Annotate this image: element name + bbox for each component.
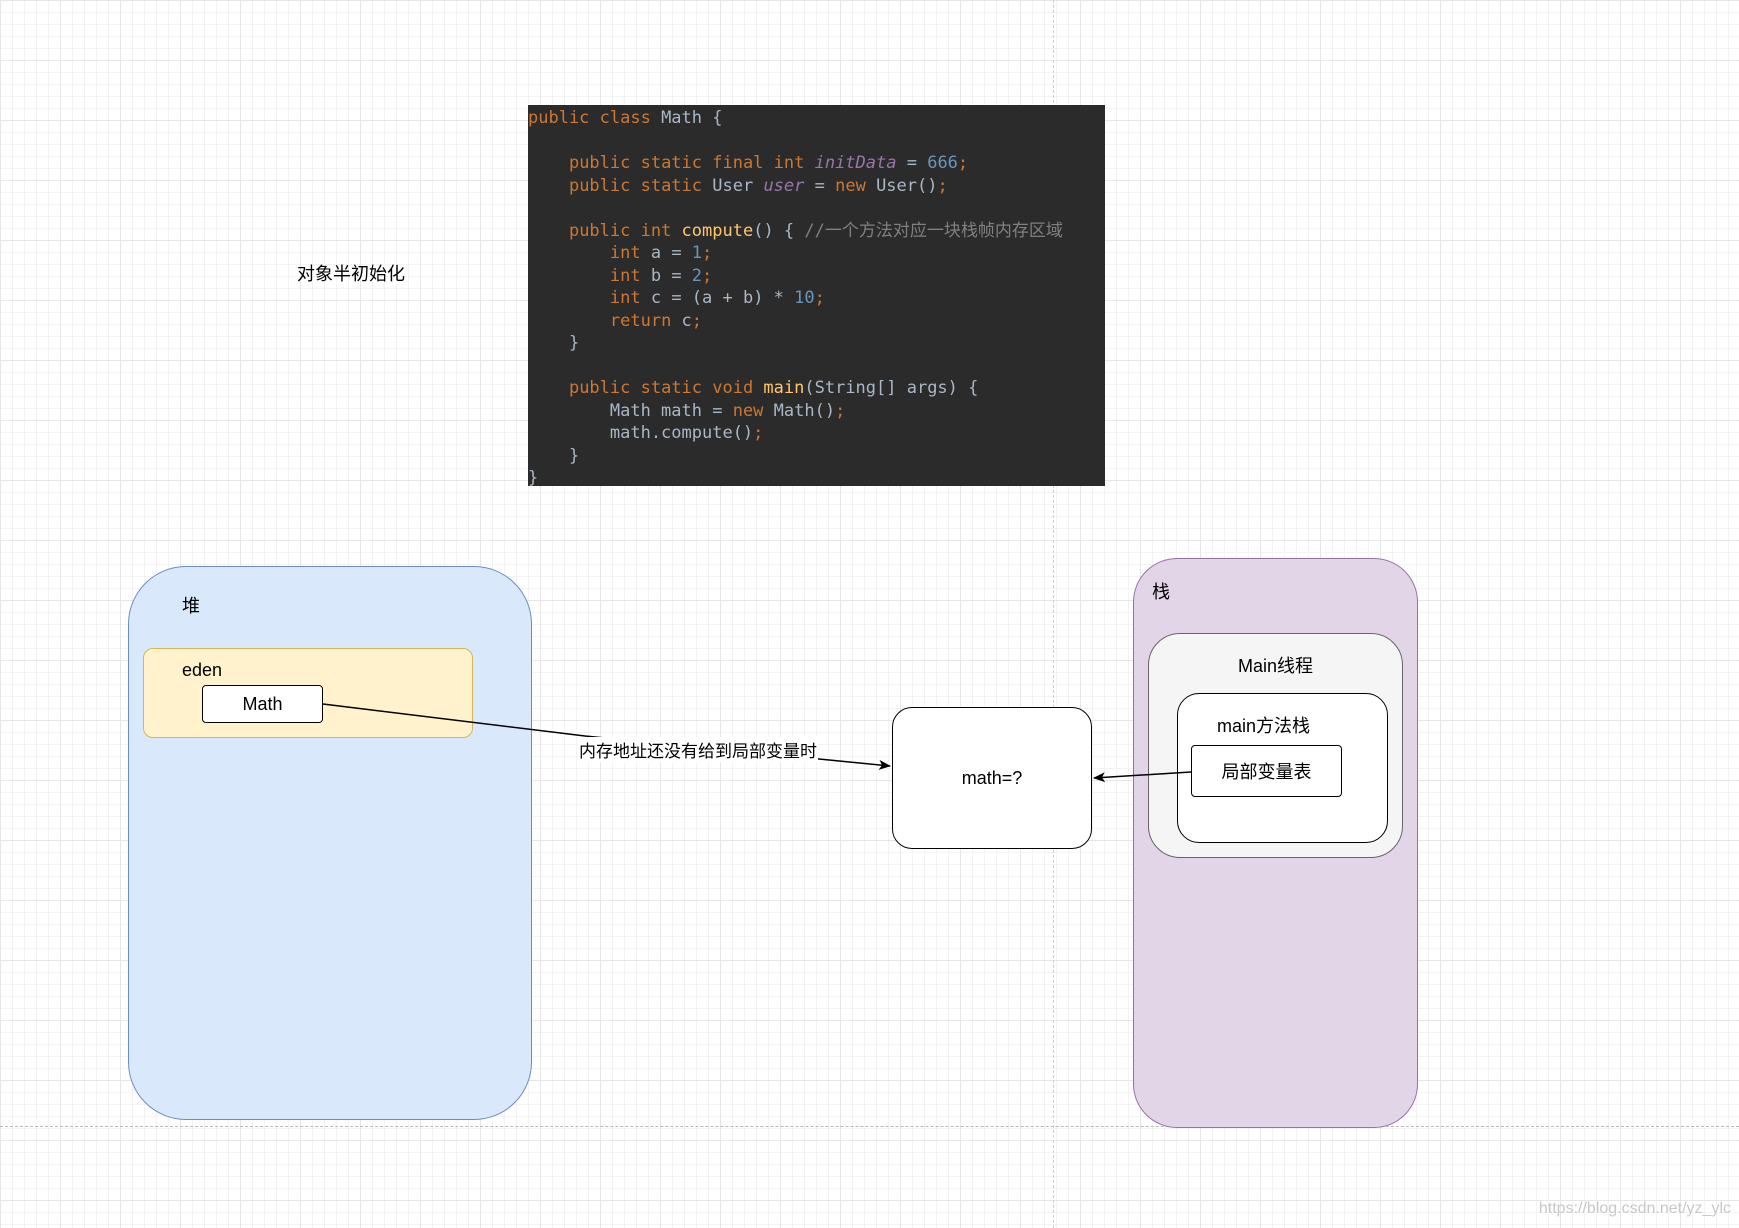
watermark: https://blog.csdn.net/yz_ylc — [1538, 1200, 1731, 1217]
stack-label: 栈 — [1152, 582, 1170, 602]
code-token: 10 — [794, 288, 815, 308]
code-token: c — [681, 310, 692, 331]
code-token: () { — [753, 220, 805, 241]
code-token: ; — [702, 243, 713, 263]
code-token: (String[] args) { — [804, 378, 979, 398]
code-token: public int — [568, 220, 682, 241]
code-token: ; — [957, 153, 969, 173]
code-token: ; — [814, 288, 825, 308]
heap-label: 堆 — [182, 596, 200, 616]
code-text: public class Math { public static final … — [528, 105, 1105, 486]
code-token: 2 — [691, 265, 703, 286]
page-break-horizontal — [0, 1126, 1739, 1127]
code-token: ; — [691, 310, 703, 331]
code-token: //一个方法对应一块栈帧内存区域 — [804, 220, 1063, 241]
code-token: int — [609, 288, 651, 308]
code-token: } — [528, 445, 580, 466]
code-token: new — [732, 400, 774, 421]
eden-label: eden — [182, 660, 223, 680]
code-token: ; — [937, 175, 948, 196]
caption-text[interactable]: 对象半初始化 — [297, 264, 405, 284]
code-token: Math() — [773, 400, 836, 421]
code-token: main — [763, 378, 805, 398]
code-token: int — [609, 243, 651, 263]
page-break-vertical — [1053, 0, 1054, 1228]
main-method-stack-label: main方法栈 — [1216, 716, 1310, 736]
code-token: Math { — [661, 108, 723, 128]
code-token: user — [763, 175, 805, 196]
code-token: ; — [702, 265, 713, 286]
code-token: int — [609, 265, 651, 286]
code-token: public static void — [568, 378, 764, 398]
code-token: math.compute() — [528, 423, 754, 443]
code-token: return — [609, 310, 682, 331]
edge-local-vars-to-ref[interactable] — [1093, 771, 1192, 783]
code-token: public class — [528, 108, 662, 128]
code-token: User() — [876, 175, 938, 196]
edge-label[interactable]: 内存地址还没有给到局部变量时 — [578, 737, 818, 762]
code-token: = — [804, 175, 836, 196]
code-token: new — [835, 175, 877, 196]
code-token: 1 — [691, 243, 703, 263]
code-token: c = (a + b) * — [650, 288, 795, 308]
code-token: b = — [650, 265, 692, 286]
code-token: ; — [835, 400, 846, 421]
code-token: User — [712, 175, 764, 196]
code-token: 666 — [927, 153, 958, 173]
code-image[interactable]: public class Math { public static final … — [528, 105, 1105, 486]
code-token: public static final int — [568, 153, 815, 173]
code-token: } — [528, 468, 539, 486]
math-object-box[interactable]: Math — [202, 685, 323, 723]
code-token: initData — [814, 153, 897, 173]
main-thread-label: Main线程 — [1237, 656, 1313, 676]
code-token: = — [896, 153, 928, 173]
code-token: } — [528, 333, 580, 353]
code-token: ; — [753, 423, 764, 443]
code-token: public static — [568, 175, 713, 196]
math-ref-box[interactable]: math=? — [892, 707, 1092, 849]
code-token: a = — [650, 243, 692, 263]
code-token: compute — [681, 220, 754, 241]
code-token: Math math = — [528, 400, 733, 421]
local-variable-table-box[interactable]: 局部变量表 — [1191, 745, 1342, 797]
